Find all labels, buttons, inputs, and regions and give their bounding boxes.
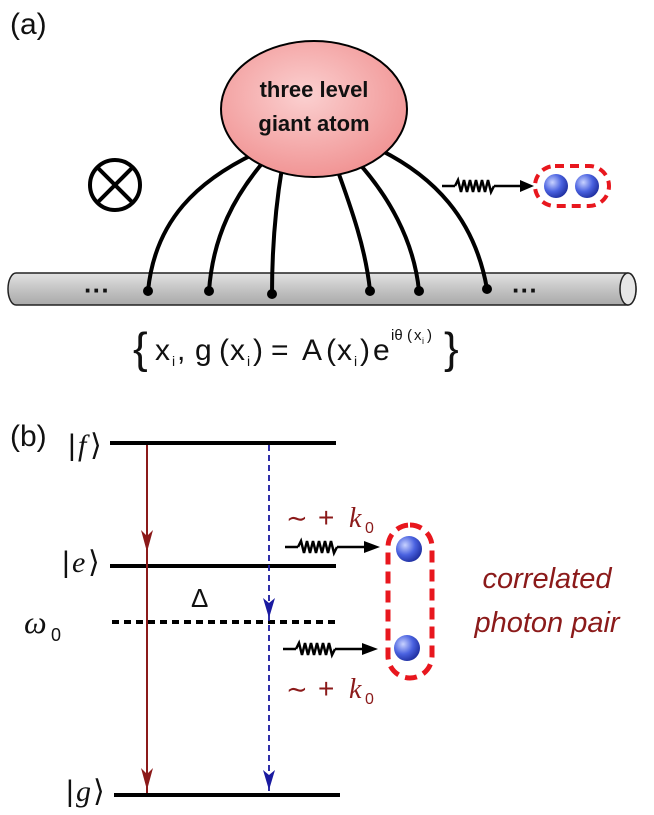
panel-a-label: (a) bbox=[10, 8, 47, 41]
otimes-symbol bbox=[88, 158, 142, 212]
svg-text:): ) bbox=[427, 327, 432, 344]
svg-text:): ) bbox=[360, 334, 370, 367]
photon-pair-box-a bbox=[533, 164, 611, 208]
svg-text:+: + bbox=[318, 673, 334, 704]
transition-arrow-red bbox=[141, 445, 153, 793]
svg-text:0: 0 bbox=[365, 691, 374, 708]
svg-text:): ) bbox=[253, 334, 263, 367]
svg-text:x: x bbox=[230, 334, 245, 367]
svg-text:(: ( bbox=[407, 327, 412, 344]
coupling-lines bbox=[146, 144, 489, 295]
svg-text:x: x bbox=[155, 334, 170, 367]
svg-text:g: g bbox=[195, 334, 212, 367]
emission-wave-upper bbox=[285, 537, 380, 557]
svg-text:⟩: ⟩ bbox=[93, 775, 105, 808]
label-g: | g ⟩ bbox=[66, 775, 105, 808]
dots-right: ··· bbox=[512, 275, 538, 305]
svg-text:ω: ω bbox=[24, 604, 47, 640]
svg-text:⟩: ⟩ bbox=[88, 546, 100, 579]
svg-text:i: i bbox=[354, 353, 357, 369]
svg-text:x: x bbox=[337, 334, 352, 367]
svg-text:0: 0 bbox=[51, 625, 61, 645]
panel-b-label: (b) bbox=[10, 420, 47, 453]
svg-text:k: k bbox=[349, 674, 362, 705]
brace-open: { bbox=[133, 324, 148, 373]
svg-text:f: f bbox=[78, 429, 90, 462]
svg-text:x: x bbox=[414, 327, 422, 344]
svg-text:,: , bbox=[177, 334, 185, 367]
svg-text:i: i bbox=[247, 353, 250, 369]
svg-text:e: e bbox=[72, 546, 85, 579]
svg-text:g: g bbox=[76, 775, 91, 808]
waveguide bbox=[7, 272, 637, 306]
atom-label-line2: giant atom bbox=[258, 111, 369, 136]
svg-text:i: i bbox=[172, 353, 175, 369]
svg-text:+: + bbox=[318, 502, 334, 533]
photon-a-1 bbox=[544, 174, 568, 198]
dots-left: ··· bbox=[84, 275, 110, 305]
svg-text:i: i bbox=[422, 336, 424, 346]
k0-label-upper: ∼ + k 0 bbox=[286, 502, 374, 537]
emission-wave-a bbox=[442, 176, 534, 196]
svg-text:(: ( bbox=[326, 334, 336, 367]
brace-close: } bbox=[444, 324, 459, 373]
svg-text:∼: ∼ bbox=[286, 503, 308, 533]
svg-text:k: k bbox=[349, 503, 362, 534]
svg-text:∼: ∼ bbox=[286, 674, 308, 704]
svg-text:=: = bbox=[271, 334, 289, 367]
svg-text:⟩: ⟩ bbox=[90, 429, 102, 462]
correlated-label-line1: correlated bbox=[483, 563, 613, 595]
label-e: | e ⟩ bbox=[62, 546, 100, 579]
svg-text:e: e bbox=[373, 334, 390, 367]
photon-a-2 bbox=[575, 174, 599, 198]
emission-wave-lower bbox=[283, 639, 378, 659]
photon-b-lower bbox=[394, 635, 420, 661]
detuning-delta: Δ bbox=[191, 583, 208, 613]
giant-atom bbox=[220, 40, 408, 178]
atom-label-line1: three level bbox=[260, 77, 369, 102]
k0-label-lower: ∼ + k 0 bbox=[286, 673, 374, 708]
photon-pair-box-b bbox=[385, 522, 435, 681]
svg-text:|: | bbox=[62, 546, 70, 579]
coupling-points bbox=[143, 284, 492, 299]
coupling-formula: { x i , g ( x i ) = A ( x i ) e iθ ( x i… bbox=[133, 324, 459, 373]
label-omega0: ω 0 bbox=[24, 604, 61, 645]
svg-text:|: | bbox=[68, 429, 76, 462]
svg-text:0: 0 bbox=[365, 520, 374, 537]
svg-text:|: | bbox=[66, 775, 74, 808]
svg-text:A: A bbox=[302, 334, 322, 367]
svg-text:(: ( bbox=[219, 334, 229, 367]
svg-text:iθ: iθ bbox=[391, 327, 403, 344]
transition-arrow-blue-dashed bbox=[263, 445, 275, 793]
label-f: | f ⟩ bbox=[68, 429, 102, 462]
correlated-label-line2: photon pair bbox=[473, 607, 620, 639]
photon-b-upper bbox=[396, 536, 422, 562]
